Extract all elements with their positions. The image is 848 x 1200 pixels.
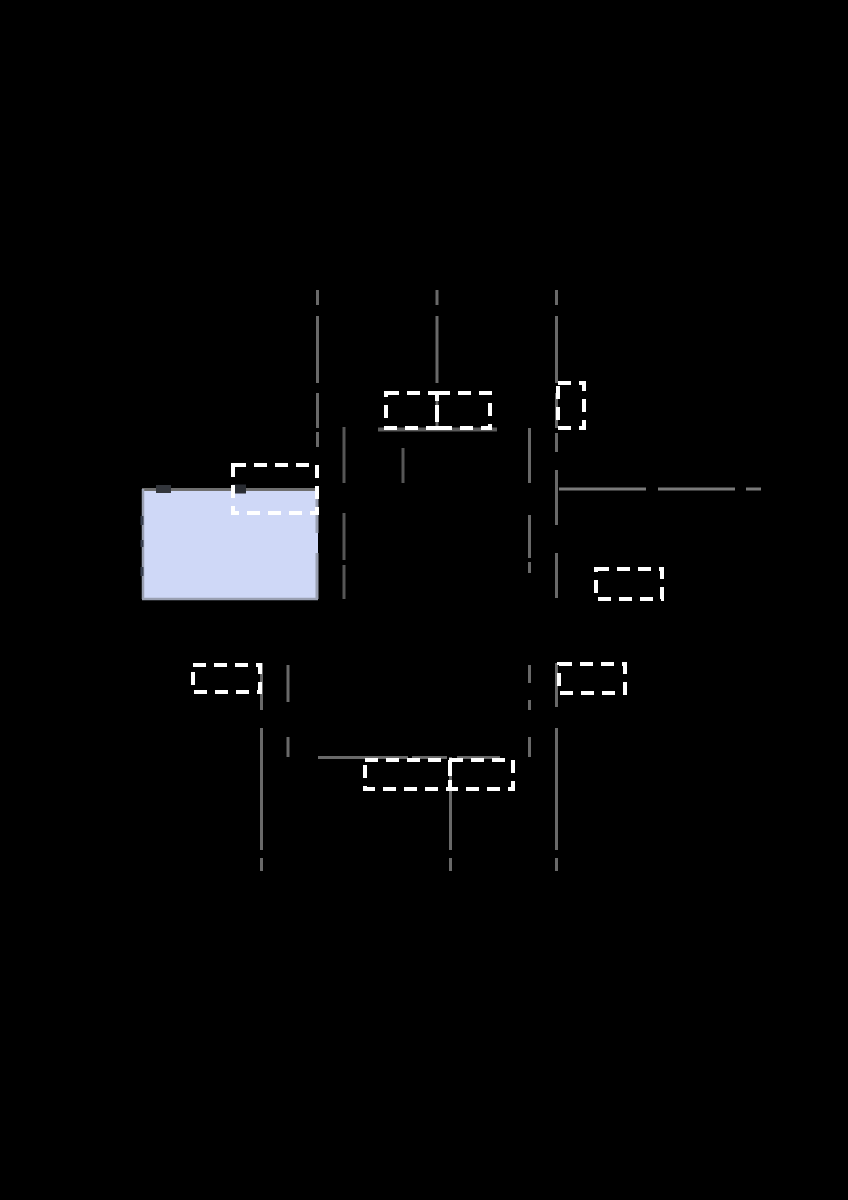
- opening-window-bottom-left: [363, 758, 452, 791]
- opening-window-top-left: [384, 391, 439, 430]
- opening-door-mid-right: [594, 567, 664, 601]
- highlighted-room[interactable]: [142, 489, 318, 600]
- opening-window-top-right: [435, 391, 492, 430]
- door-mark-room-top-left: [156, 485, 171, 493]
- opening-door-top-far-right: [556, 381, 586, 430]
- opening-door-lower-left: [191, 663, 262, 694]
- room-edge-notch-1: [140, 540, 144, 547]
- opening-door-lower-right: [557, 662, 627, 695]
- room-edge-notch-2: [140, 567, 144, 576]
- opening-door-room-top: [231, 463, 319, 515]
- door-mark-room-top-right: [232, 484, 246, 494]
- room-edge-notch-0: [140, 516, 144, 525]
- opening-window-bottom-right: [448, 758, 515, 791]
